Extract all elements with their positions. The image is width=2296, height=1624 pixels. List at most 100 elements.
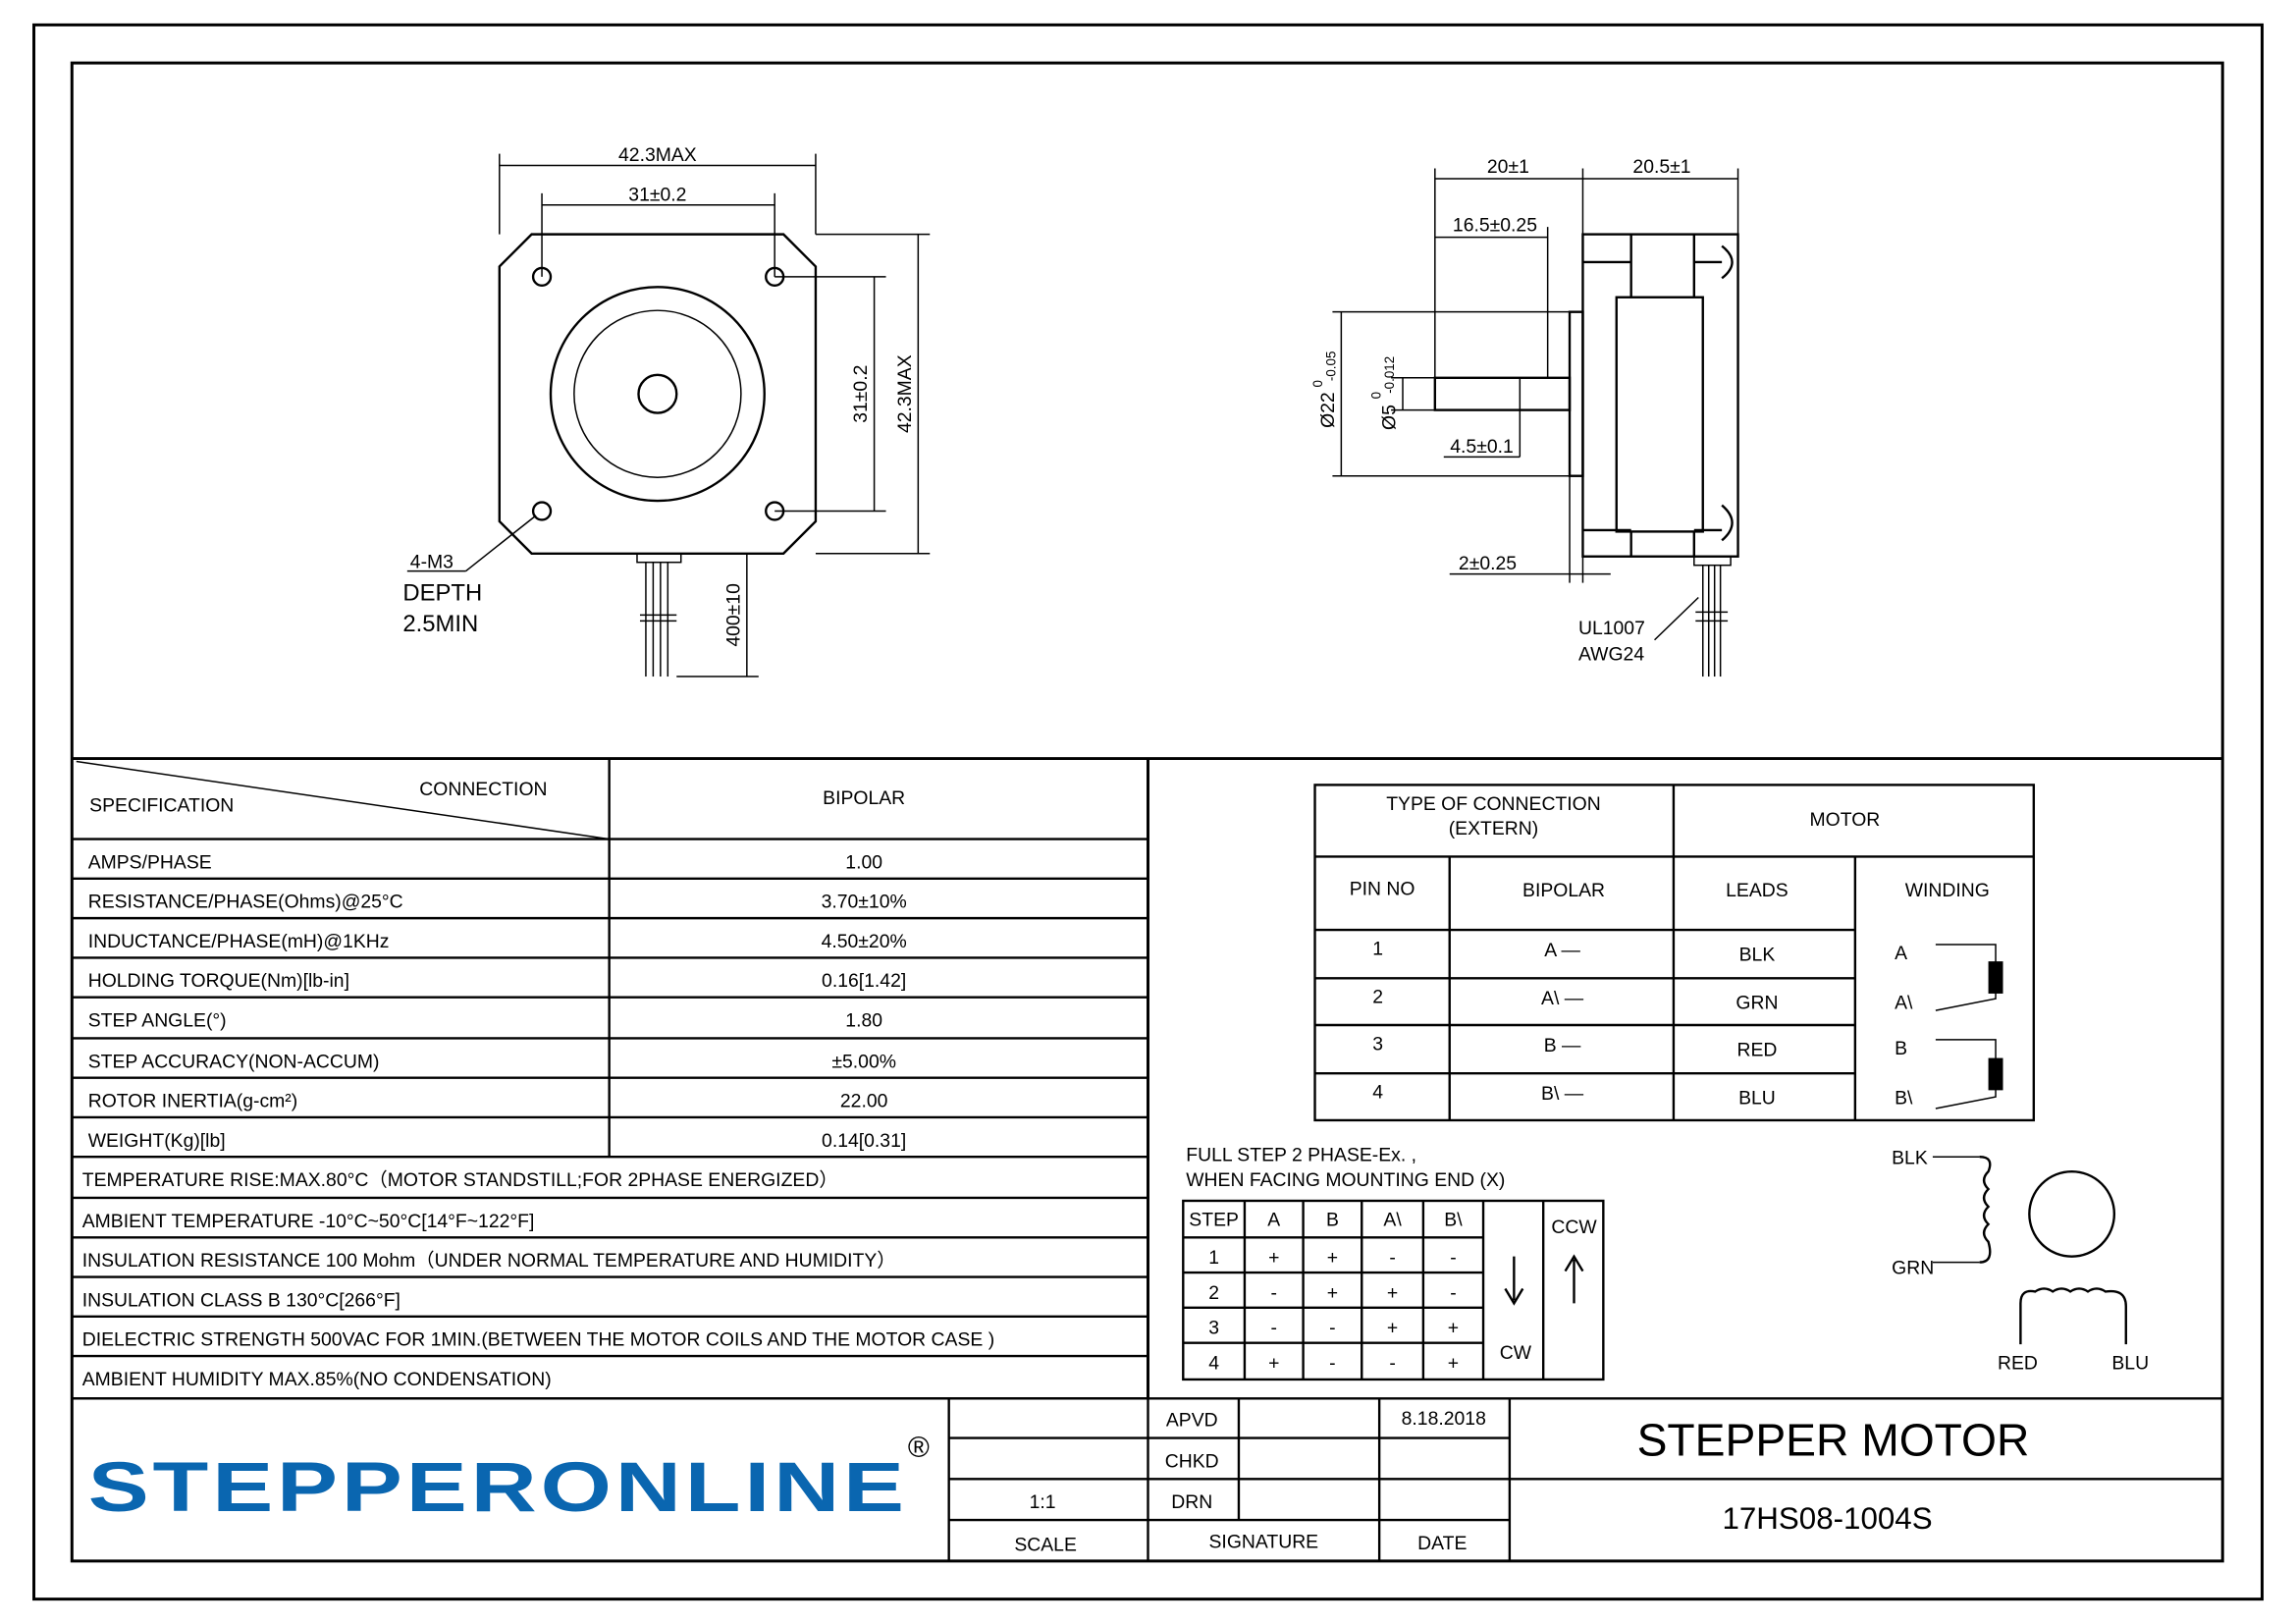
pin-number: 4 <box>1372 1082 1383 1104</box>
spec-label: ROTOR INERTIA(g-cm²) <box>88 1091 297 1112</box>
cw-arrow-icon <box>1504 1256 1524 1306</box>
dim-lead-length: 400±10 <box>722 583 744 647</box>
step-polarity: + <box>1268 1247 1279 1269</box>
pin-number: 2 <box>1372 987 1383 1008</box>
date-label: DATE <box>1417 1533 1467 1554</box>
stepperonline-logo: STEPPERONLINE ® <box>88 1432 930 1527</box>
dim-shaft-length: 20±1 <box>1487 156 1529 178</box>
apvd-label: APVD <box>1166 1410 1218 1432</box>
model-number: 17HS08-1004S <box>1722 1501 1932 1536</box>
dim-shaft-tol-lower: -0.012 <box>1382 356 1397 394</box>
signature-label: SIGNATURE <box>1209 1531 1319 1552</box>
step-sequence-table: FULL STEP 2 PHASE-Ex. , WHEN FACING MOUNT… <box>1182 1145 1605 1381</box>
registered-mark: ® <box>908 1432 930 1464</box>
mount-hole <box>531 501 553 521</box>
lead-color: BLU <box>1738 1088 1776 1110</box>
pin-number: 1 <box>1372 938 1383 959</box>
wire-note: AWG24 <box>1578 644 1644 666</box>
stator <box>1615 296 1704 533</box>
dim-boss-height: 2±0.25 <box>1459 553 1517 574</box>
dim-boss-tol-upper: 0 <box>1310 380 1325 387</box>
shaft <box>1433 376 1572 411</box>
spec-note: INSULATION RESISTANCE 100 Mohm（UNDER NOR… <box>82 1250 896 1272</box>
header-connection-type: TYPE OF CONNECTION <box>1386 793 1601 815</box>
lead-label-blk: BLK <box>1892 1148 1928 1169</box>
spec-value: ±5.00% <box>831 1051 896 1072</box>
front-view <box>406 153 931 677</box>
boss-outer-circle <box>549 286 766 503</box>
spec-note-row: DIELECTRIC STRENGTH 500VAC FOR 1MIN.(BET… <box>72 1329 1148 1358</box>
hole-note: 4-M3 <box>410 552 454 573</box>
spec-label: RESISTANCE/PHASE(Ohms)@25°C <box>88 892 403 913</box>
pin-number: 3 <box>1372 1033 1383 1055</box>
coil-b-symbol <box>2019 1287 2127 1345</box>
spec-row: ROTOR INERTIA(g-cm²)22.00 <box>72 1091 1148 1119</box>
body-lines <box>1582 234 1734 557</box>
bipolar-phase: A — <box>1544 940 1580 961</box>
header-specification: SPECIFICATION <box>89 794 234 816</box>
step-polarity: + <box>1448 1352 1459 1374</box>
spec-label: WEIGHT(Kg)[lb] <box>88 1130 226 1152</box>
col-pin: PIN NO <box>1350 878 1415 899</box>
winding-label: A\ <box>1895 993 1913 1014</box>
lead-label-blu: BLU <box>2111 1352 2149 1374</box>
spec-value: 0.14[0.31] <box>822 1130 906 1152</box>
spec-note: DIELECTRIC STRENGTH 500VAC FOR 1MIN.(BET… <box>82 1329 994 1351</box>
header-connection: CONNECTION <box>419 779 547 800</box>
spec-label: INDUCTANCE/PHASE(mH)@1KHz <box>88 931 390 952</box>
lead-label-red: RED <box>1998 1352 2038 1374</box>
step-polarity: - <box>1329 1352 1335 1374</box>
header-bipolar: BIPOLAR <box>823 787 905 809</box>
step-polarity: + <box>1327 1282 1338 1304</box>
lead-color: BLK <box>1739 944 1776 965</box>
col-bipolar: BIPOLAR <box>1522 880 1605 901</box>
spec-label: AMPS/PHASE <box>88 851 212 873</box>
step-polarity: - <box>1389 1247 1395 1269</box>
col-leads: LEADS <box>1726 880 1789 901</box>
boss-inner-circle <box>573 309 742 478</box>
winding-label: B <box>1895 1038 1907 1059</box>
boss <box>1568 310 1584 477</box>
rotor-circle <box>2028 1169 2116 1258</box>
step-polarity: + <box>1327 1247 1338 1269</box>
spec-note-row: INSULATION CLASS B 130°C[266°F] <box>72 1289 1148 1318</box>
step-polarity: - <box>1389 1352 1395 1374</box>
bipolar-phase: B\ — <box>1541 1083 1584 1105</box>
step-row: 1++-- <box>1208 1247 1456 1269</box>
header-connection-type: (EXTERN) <box>1449 818 1539 839</box>
step-polarity: - <box>1450 1247 1456 1269</box>
side-view <box>1332 168 1739 677</box>
hole-note: 2.5MIN <box>402 611 478 637</box>
lead-wires <box>636 553 682 677</box>
spec-row: STEP ANGLE(°)1.80 <box>72 1009 1148 1040</box>
outer-border <box>32 23 2264 1601</box>
winding-symbol <box>1935 1039 2003 1110</box>
bipolar-phase: B — <box>1544 1035 1581 1056</box>
dim-height-max: 42.3MAX <box>894 354 916 433</box>
step-header: B <box>1326 1209 1339 1230</box>
motor-schematic <box>1932 1156 2127 1345</box>
step-polarity: + <box>1268 1352 1279 1374</box>
step-caption: WHEN FACING MOUNTING END (X) <box>1186 1169 1505 1191</box>
dim-flat: 4.5±0.1 <box>1450 436 1514 458</box>
ccw-label: CCW <box>1551 1217 1597 1238</box>
dim-boss-tol-lower: -0.05 <box>1323 352 1338 382</box>
spec-note-row: INSULATION RESISTANCE 100 Mohm（UNDER NOR… <box>72 1250 1148 1278</box>
spec-value: 1.80 <box>845 1009 882 1031</box>
spec-note-row: AMBIENT TEMPERATURE -10°C~50°C[14°F~122°… <box>72 1211 1148 1239</box>
drawing-title: STEPPER MOTOR <box>1637 1414 2030 1465</box>
dim-width-max: 42.3MAX <box>618 144 697 166</box>
step-caption: FULL STEP 2 PHASE-Ex. , <box>1186 1145 1416 1166</box>
scale-value: 1:1 <box>1030 1491 1056 1513</box>
winding-label: A <box>1895 943 1907 964</box>
table-border <box>1182 1199 1605 1381</box>
lead-wires <box>1693 555 1732 677</box>
lead-color: GRN <box>1735 993 1778 1014</box>
motor-body <box>1581 233 1739 558</box>
winding-symbol <box>1935 944 2003 1011</box>
spec-row: WEIGHT(Kg)[lb] 0.14[0.31] <box>72 1130 1148 1159</box>
spec-value: 0.16[1.42] <box>822 970 906 992</box>
